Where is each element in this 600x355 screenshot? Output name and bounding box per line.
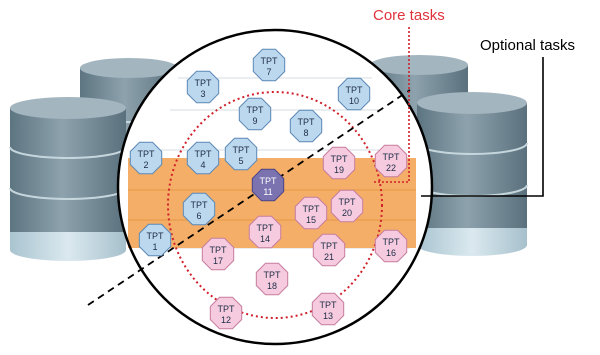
task-number: 19 [334,165,344,175]
task-prefix: TPT [191,200,209,210]
task-number: 4 [200,160,205,170]
task-octagon [330,189,364,223]
task-octagon [312,233,346,267]
task-octagon [248,215,282,249]
task-number: 2 [143,160,148,170]
task-octagon [186,141,220,175]
scope-circle [116,28,434,346]
task-octagon [337,77,371,111]
task-number: 14 [260,234,270,244]
task-prefix: TPT [303,204,321,214]
task-prefix: TPT [195,78,213,88]
task-prefix: TPT [257,223,275,233]
task-octagon [201,237,235,271]
database-cylinder-front-right [416,92,528,256]
task-prefix: TPT [321,241,339,251]
task-number: 16 [386,248,396,258]
task-octagon [289,109,323,143]
task-number: 9 [252,116,257,126]
task-octagon [374,229,408,263]
core-tasks-label: Core tasks [373,7,445,24]
task-number: 20 [342,208,352,218]
task-prefix: TPT [218,304,236,314]
task-number: 17 [213,256,223,266]
task-octagon [374,144,408,178]
task-prefix: TPT [233,145,251,155]
optional-tasks-label: Optional tasks [480,37,576,54]
task-octagon [182,192,216,226]
task-octagon [251,168,285,202]
optional-label-connector [421,57,544,197]
task-number: 13 [323,311,333,321]
task-octagon [224,137,258,171]
task-prefix: TPT [346,85,364,95]
task-prefix: TPT [339,197,357,207]
task-number: 5 [238,156,243,166]
task-number: 22 [386,163,396,173]
task-octagon [252,48,286,82]
task-number: 11 [263,187,272,197]
task-octagon [209,296,243,330]
divider-line [87,89,411,306]
task-octagon [138,223,172,257]
task-prefix: TPT [383,237,401,247]
task-prefix: TPT [195,149,213,159]
task-prefix: TPT [298,117,316,127]
task-number: 10 [349,96,359,106]
task-octagon [186,70,220,104]
task-prefix: TPT [383,152,401,162]
task-number: 12 [221,315,231,325]
task-prefix: TPT [247,105,265,115]
task-octagon [255,262,289,296]
database-cylinder-front-left [9,97,127,261]
task-number: 15 [306,215,316,225]
task-number: 21 [324,252,334,262]
task-prefix: TPT [331,154,349,164]
task-prefix: TPT [264,270,282,280]
task-prefix: TPT [147,231,165,241]
task-number: 6 [196,211,201,221]
task-number: 8 [303,128,308,138]
task-number: 1 [152,242,157,252]
task-octagon [129,141,163,175]
task-prefix: TPT [261,56,279,66]
task-prefix: TPT [320,300,338,310]
task-octagon [322,146,356,180]
task-number: 3 [200,89,205,99]
core-boundary-circle [167,91,383,319]
task-octagon [294,196,328,230]
task-number: 18 [267,281,277,291]
task-prefix: TPT [210,245,228,255]
task-octagon [238,97,272,131]
task-prefix: TPT [260,176,278,186]
task-number: 7 [266,67,271,77]
task-prefix: TPT [138,149,156,159]
task-octagon [311,292,345,326]
